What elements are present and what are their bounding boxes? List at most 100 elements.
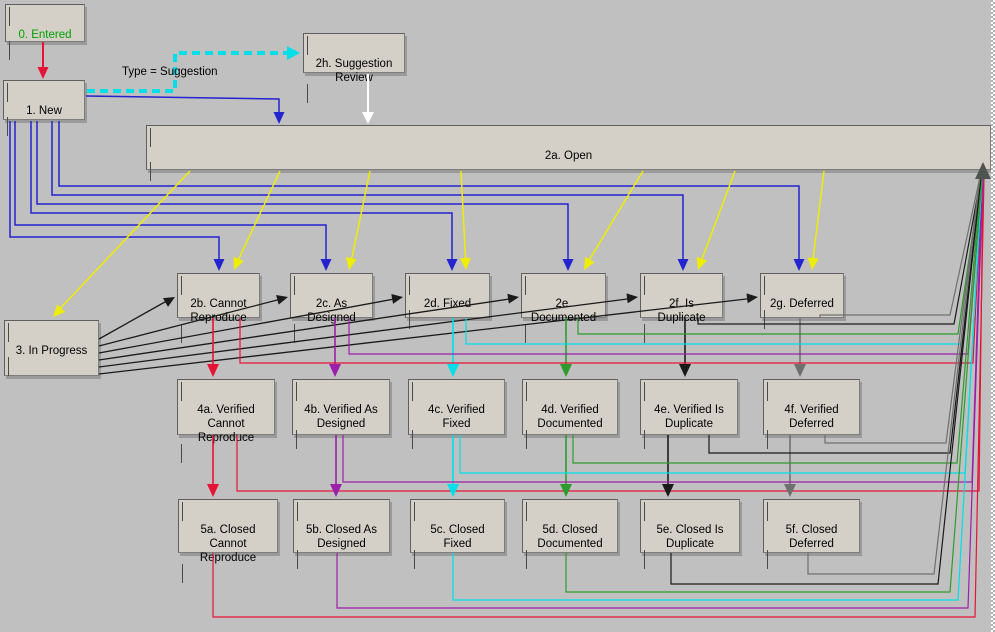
node-label: 5f. Closed Deferred	[785, 524, 838, 550]
node-label: 2g. Deferred	[770, 298, 834, 310]
node-box: 2g. Deferred	[764, 276, 840, 329]
node-5a-closed-cannot-reproduce[interactable]: 5a. Closed Cannot Reproduce	[178, 499, 278, 583]
arrowhead-entered>new	[37, 67, 49, 79]
node-box: 2d. Fixed	[409, 276, 486, 329]
arrowhead-s2g>s4f	[794, 364, 806, 377]
edge-open-to-s2c	[349, 170, 371, 268]
node-box: 4e. Verified Is Duplicate	[644, 382, 734, 449]
node-box: 5c. Closed Fixed	[414, 502, 501, 569]
node-label: 2b. Cannot Reproduce	[190, 298, 247, 324]
node-label: 4f. Verified Deferred	[784, 404, 839, 430]
edge-s4a-to-open	[236, 176, 984, 492]
node-box: 2b. Cannot Reproduce	[181, 276, 256, 343]
node-box: 5e. Closed Is Duplicate	[644, 502, 736, 569]
node-box: 4a. Verified Cannot Reproduce	[181, 382, 271, 463]
arrowhead-s4c>s5c	[447, 484, 459, 497]
node-label: 2h. Suggestion Review	[315, 58, 393, 84]
node-5d-closed-documented[interactable]: 5d. Closed Documented	[522, 499, 618, 569]
node-3-in-progress[interactable]: 3. In Progress	[4, 320, 99, 376]
arrowhead-new>s2e	[562, 259, 574, 271]
node-label: 2c. As Designed	[307, 298, 356, 324]
node-box: 5f. Closed Deferred	[767, 502, 856, 569]
node-label: 5a. Closed Cannot Reproduce	[199, 524, 257, 564]
node-4d-verified-documented[interactable]: 4d. Verified Documented	[522, 379, 618, 449]
node-4b-verified-as-designed[interactable]: 4b. Verified As Designed	[292, 379, 390, 449]
arrowhead-in_progress>s2g	[746, 293, 758, 304]
node-label: 5d. Closed Documented	[537, 524, 603, 550]
node-box: 4d. Verified Documented	[526, 382, 614, 449]
edge-open-to-s2g	[811, 170, 825, 268]
node-label: 4b. Verified As Designed	[304, 404, 378, 430]
arrowhead-s2b>s4a	[207, 364, 219, 377]
arrowhead-new>s2g	[793, 259, 805, 271]
arrowhead-s4b>s5b	[330, 484, 342, 497]
node-label: 4e. Verified Is Duplicate	[654, 404, 724, 430]
arrowhead-s2e>s4d	[560, 364, 572, 377]
type-suggestion-annotation: Type = Suggestion	[122, 66, 218, 78]
node-label: 4d. Verified Documented	[537, 404, 603, 430]
node-box: 2f. Is Duplicate	[644, 276, 719, 343]
node-4c-verified-fixed[interactable]: 4c. Verified Fixed	[408, 379, 505, 449]
arrowhead-s4f>s5f	[784, 484, 796, 497]
node-5c-closed-fixed[interactable]: 5c. Closed Fixed	[410, 499, 505, 569]
node-4e-verified-is-duplicate[interactable]: 4e. Verified Is Duplicate	[640, 379, 738, 449]
edge-open-to-s2e	[584, 170, 644, 268]
node-5b-closed-as-designed[interactable]: 5b. Closed As Designed	[293, 499, 390, 569]
arrowhead-new>s2c	[320, 259, 332, 271]
node-box: 2c. As Designed	[294, 276, 369, 343]
arrowhead-new>s2b	[213, 259, 225, 271]
node-box: 5a. Closed Cannot Reproduce	[182, 502, 274, 583]
node-box: 1. New	[7, 83, 81, 136]
node-label: 2a. Open	[544, 150, 593, 162]
node-4a-verified-cannot-reproduce[interactable]: 4a. Verified Cannot Reproduce	[177, 379, 275, 463]
node-2g-deferred[interactable]: 2g. Deferred	[760, 273, 844, 329]
node-5f-closed-deferred[interactable]: 5f. Closed Deferred	[763, 499, 860, 569]
node-2d-fixed[interactable]: 2d. Fixed	[405, 273, 490, 329]
node-label: 3. In Progress	[15, 345, 88, 357]
arrowhead-suggestion_review>open	[362, 112, 374, 124]
node-label: 5b. Closed As Designed	[306, 524, 377, 550]
node-box: 5b. Closed As Designed	[297, 502, 386, 569]
arrowhead-s2d>s4c	[447, 364, 459, 377]
edge-open-to-s2f	[698, 170, 736, 268]
arrowhead-new>s2f	[677, 259, 689, 271]
arrowhead-open>s2f	[696, 256, 708, 270]
edge-s2g-to-open	[819, 176, 981, 318]
node-0-entered[interactable]: 0. Entered	[5, 4, 85, 60]
node-2c-as-designed[interactable]: 2c. As Designed	[290, 273, 373, 343]
arrowhead-open>s2c	[345, 257, 357, 270]
node-box: 2a. Open	[150, 128, 987, 181]
arrowhead-open>s2b	[233, 256, 244, 270]
node-box: 2h. Suggestion Review	[307, 36, 401, 103]
node-label: 0. Entered	[18, 29, 72, 41]
arrowhead-s4d>s5d	[560, 484, 572, 497]
node-label: 5e. Closed Is Duplicate	[656, 524, 724, 550]
arrowhead-s2c>s4b	[329, 364, 341, 377]
node-label: 2f. Is Duplicate	[657, 298, 706, 324]
window-edge-dither	[991, 0, 995, 632]
node-box: 4f. Verified Deferred	[767, 382, 856, 449]
node-2f-is-duplicate[interactable]: 2f. Is Duplicate	[640, 273, 723, 343]
edge-open-to-s2d	[460, 170, 467, 268]
node-box: 3. In Progress	[8, 323, 95, 376]
arrowhead-new>suggestion_review	[287, 46, 300, 60]
edge-s2c-to-open	[348, 176, 983, 355]
edge-in_progress-to-s2b	[98, 297, 173, 340]
arrowhead-open>s2e	[584, 256, 595, 270]
node-1-new[interactable]: 1. New	[3, 80, 85, 136]
node-2h-suggestion-review[interactable]: 2h. Suggestion Review	[303, 33, 405, 103]
node-label: 1. New	[26, 105, 62, 117]
arrowhead-open>s2g	[807, 257, 819, 270]
node-2e-documented[interactable]: 2e. Documented	[521, 273, 606, 343]
arrowhead-new>open	[273, 112, 285, 124]
node-box: 4c. Verified Fixed	[412, 382, 501, 449]
arrowhead-in_progress>s2f	[626, 293, 638, 304]
node-4f-verified-deferred[interactable]: 4f. Verified Deferred	[763, 379, 860, 449]
node-2b-cannot-reproduce[interactable]: 2b. Cannot Reproduce	[177, 273, 260, 343]
node-label: 4c. Verified Fixed	[428, 404, 485, 430]
node-2a-open[interactable]: 2a. Open	[146, 125, 991, 181]
node-label: 5c. Closed Fixed	[430, 524, 485, 550]
arrowhead-in_progress>s2b	[162, 297, 175, 307]
node-5e-closed-is-duplicate[interactable]: 5e. Closed Is Duplicate	[640, 499, 740, 569]
